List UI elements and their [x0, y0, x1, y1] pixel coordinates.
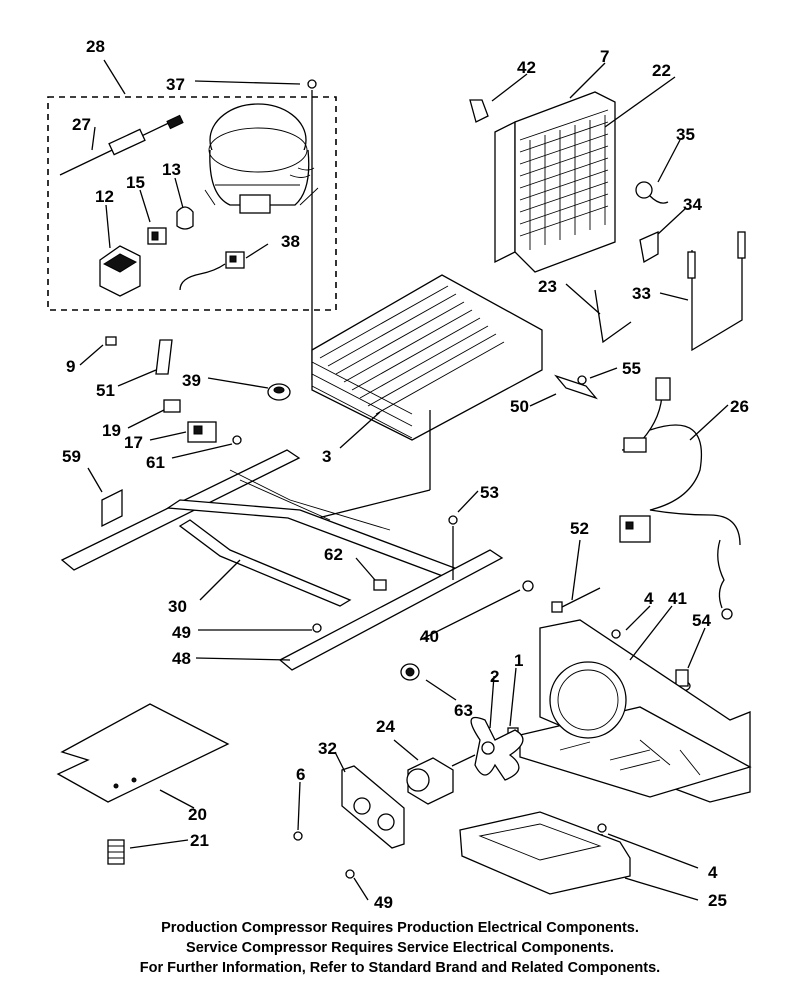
part-51-tube [155, 339, 173, 375]
callout-42: 42 [517, 58, 536, 77]
callout-32: 32 [318, 739, 337, 758]
callout-25: 25 [708, 891, 727, 910]
callout-53: 53 [480, 483, 499, 502]
callout-49b: 49 [374, 893, 393, 912]
part-37-screw [307, 79, 317, 380]
callout-27: 27 [72, 115, 91, 134]
callout-labels: 28 37 27 13 15 12 38 42 7 22 35 34 23 33… [62, 37, 749, 912]
callout-50: 50 [510, 397, 529, 416]
part-27-probe [59, 114, 184, 176]
callout-40: 40 [420, 627, 439, 646]
callout-28: 28 [86, 37, 105, 56]
part-19-block [163, 399, 181, 413]
part-49-screw-a [312, 623, 322, 633]
part-61-screw [232, 435, 242, 445]
callout-4a: 4 [644, 589, 654, 608]
part-26-harness [619, 377, 741, 620]
part-41-fan-bracket [519, 619, 752, 803]
callout-20: 20 [188, 805, 207, 824]
callout-22: 22 [652, 61, 671, 80]
callout-52: 52 [570, 519, 589, 538]
callout-19: 19 [102, 421, 121, 440]
callout-62: 62 [324, 545, 343, 564]
callout-24: 24 [376, 717, 395, 736]
leader-lines [79, 59, 729, 901]
part-13-cap [176, 206, 194, 230]
part-9-plug [105, 336, 117, 346]
part-6-screw [293, 781, 303, 841]
part-17-relay [187, 421, 217, 443]
callout-63: 63 [454, 701, 473, 720]
part-49-screw-b [345, 869, 355, 879]
callout-38: 38 [281, 232, 300, 251]
callout-37: 37 [166, 75, 185, 94]
part-55-screw [577, 375, 587, 385]
callout-12: 12 [95, 187, 114, 206]
part-12-start-relay [99, 245, 141, 297]
part-39-grommet [267, 383, 291, 401]
callout-30: 30 [168, 597, 187, 616]
part-20-panel [56, 703, 230, 803]
part-25-drain-pan [459, 811, 631, 895]
part-35-sensor [635, 181, 669, 204]
part-63-grommet [400, 663, 420, 681]
callout-35: 35 [676, 125, 695, 144]
callout-6: 6 [296, 765, 305, 784]
compressor [204, 103, 319, 214]
callout-61: 61 [146, 453, 165, 472]
callout-41: 41 [668, 589, 687, 608]
callout-51: 51 [96, 381, 115, 400]
footer-line-1: Production Compressor Requires Productio… [161, 920, 639, 936]
part-21-spring [107, 839, 125, 865]
part-62-clip [373, 579, 387, 591]
part-38-wire-harness [179, 251, 245, 291]
callout-17: 17 [124, 433, 143, 452]
callout-15: 15 [126, 173, 145, 192]
footer-line-2: Service Compressor Requires Service Elec… [186, 940, 614, 956]
part-15-relay [147, 227, 167, 245]
callout-39: 39 [182, 371, 201, 390]
part-40-screw [522, 580, 534, 592]
callout-34: 34 [683, 195, 702, 214]
compressor-kit-boundary [47, 96, 337, 311]
part-34-bracket [639, 230, 659, 264]
callout-21: 21 [190, 831, 209, 850]
part-53-screw [448, 515, 458, 580]
callout-33: 33 [632, 284, 651, 303]
callout-2: 2 [490, 667, 499, 686]
callout-26: 26 [730, 397, 749, 416]
part-52-rod [551, 587, 601, 613]
callout-48: 48 [172, 649, 191, 668]
callout-59: 59 [62, 447, 81, 466]
callout-3: 3 [322, 447, 331, 466]
footer-line-3: For Further Information, Refer to Standa… [139, 960, 661, 976]
callout-23: 23 [538, 277, 557, 296]
footer-notes: Production Compressor Requires Productio… [0, 918, 800, 978]
part-32-motor-bracket [341, 765, 405, 849]
callout-49a: 49 [172, 623, 191, 642]
callout-1: 1 [514, 651, 523, 670]
callout-55: 55 [622, 359, 641, 378]
part-24-fan-motor [406, 754, 476, 805]
callout-54: 54 [692, 611, 711, 630]
part-4-screw-a [611, 629, 621, 639]
callout-9: 9 [66, 357, 75, 376]
part-50-bracket [554, 374, 598, 400]
part-3-condenser [309, 274, 543, 521]
callout-7: 7 [600, 47, 609, 66]
part-23-clip [594, 289, 632, 344]
callout-4b: 4 [708, 863, 718, 882]
part-2-fan-blade [470, 716, 524, 781]
part-33-tube [687, 231, 746, 352]
part-30-base-frame [60, 449, 504, 671]
part-7-evaporator [469, 91, 616, 273]
part-59-bracket [101, 488, 123, 528]
callout-13: 13 [162, 160, 181, 179]
